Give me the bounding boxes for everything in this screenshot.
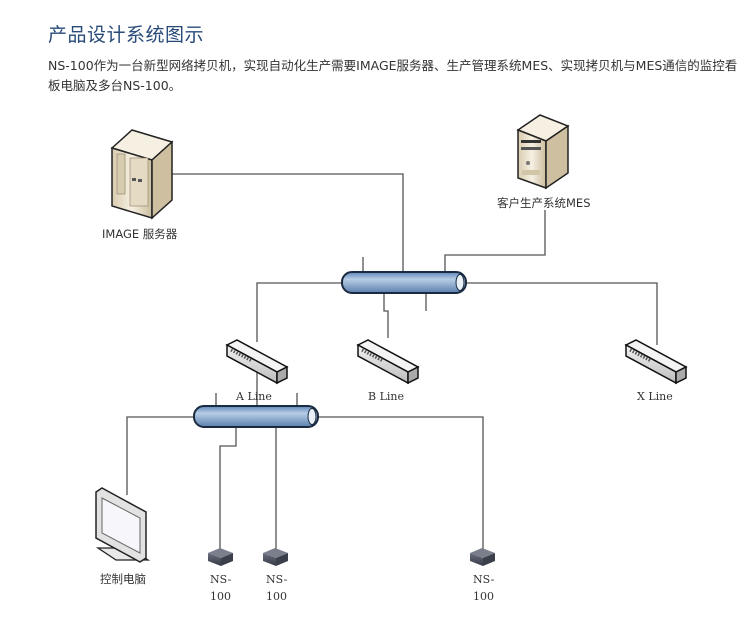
ns100-label-line1: NS- [473,573,495,586]
ns100-node-2[interactable]: NS- 100 [263,548,288,603]
copier-device-icon [263,548,288,566]
main-network-bus [341,271,467,294]
link-main-bus-line-x [466,282,658,345]
ns100-label-line2: 100 [210,590,231,603]
connection-lines [126,173,658,550]
link-main-bus-line-b [383,293,389,338]
mes-server-node[interactable]: 客户生产系统MES [497,114,591,210]
ns100-node-3[interactable]: NS- 100 [470,548,495,603]
switch-a-node[interactable]: A Line [225,339,289,403]
server-icon [516,114,570,190]
network-switch-icon [624,339,688,385]
switch-a-label: A Line [235,390,272,403]
copier-device-icon [208,548,233,566]
ns100-label-line2: 100 [266,590,287,603]
ns100-label-line1: NS- [266,573,288,586]
ns100-label-line2: 100 [473,590,494,603]
switch-b-node[interactable]: B Line [356,339,420,403]
network-switch-icon [356,339,420,385]
switch-b-label: B Line [368,390,404,403]
link-main-bus-line-a [256,282,343,342]
tower-server-icon [110,129,174,220]
image-server-node[interactable]: IMAGE 服务器 [102,129,178,241]
link-line-a-bus-ns100-3 [317,416,484,550]
link-image-server-main-bus [172,173,404,283]
line-a-network-bus [193,405,319,428]
image-server-label: IMAGE 服务器 [102,227,178,241]
mes-server-label: 客户生产系统MES [497,196,591,210]
switch-x-label: X Line [637,390,673,403]
control-pc-label: 控制电脑 [100,572,146,586]
network-switch-icon [225,339,289,385]
link-line-a-bus-control-pc [126,416,195,495]
copier-device-icon [470,548,495,566]
monitor-icon [95,487,151,563]
switch-x-node[interactable]: X Line [624,339,688,403]
ns100-node-1[interactable]: NS- 100 [208,548,233,603]
page-title: 产品设计系统图示 [48,24,205,46]
link-line-a-bus-ns100-1 [219,427,237,550]
link-mes-main-bus [444,210,546,273]
ns100-label-line1: NS- [210,573,232,586]
control-pc-node[interactable]: 控制电脑 [95,487,151,586]
page-description: NS-100作为一台新型网络拷贝机，实现自动化生产需要IMAGE服务器、生产管理… [48,58,738,93]
